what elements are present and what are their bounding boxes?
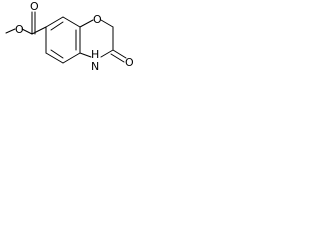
nitrogen-aryl-bond: [79, 52, 92, 58]
ring-bond-1: [45, 16, 64, 28]
ring-oxygen-label: O: [93, 13, 102, 26]
ester-oxygen-bond: [21, 28, 33, 35]
lactam-oxygen-label: O: [125, 56, 134, 69]
ring-bond-4: [62, 52, 81, 64]
ester-oxygen-label: O: [15, 23, 24, 36]
benzene-ring: [45, 16, 81, 64]
oxygen-methylene-bond: [100, 19, 114, 28]
lactam-carbonyl-a: [112, 49, 127, 59]
aryl-oxygen-bond: [79, 19, 94, 28]
oxazinone-ring: [79, 19, 127, 63]
methyl-ester-group: [5, 11, 47, 35]
lactam-carbonyl-b: [110, 53, 125, 63]
benzoxazinone-structure: O O O O H N: [5, 0, 134, 73]
methyl-bond: [5, 28, 16, 34]
carbonyl-nitrogen-bond: [100, 49, 114, 58]
nitrogen-label: N: [91, 60, 99, 73]
ring-double-1: [50, 21, 64, 31]
nitrogen-hydrogen-label: H: [91, 48, 99, 61]
ring-double-3: [50, 49, 64, 59]
ring-bond-5: [45, 52, 64, 64]
ester-aryl-bond: [31, 26, 47, 35]
ester-carbonyl-oxygen-label: O: [30, 0, 39, 13]
ring-bond-2: [62, 16, 81, 28]
